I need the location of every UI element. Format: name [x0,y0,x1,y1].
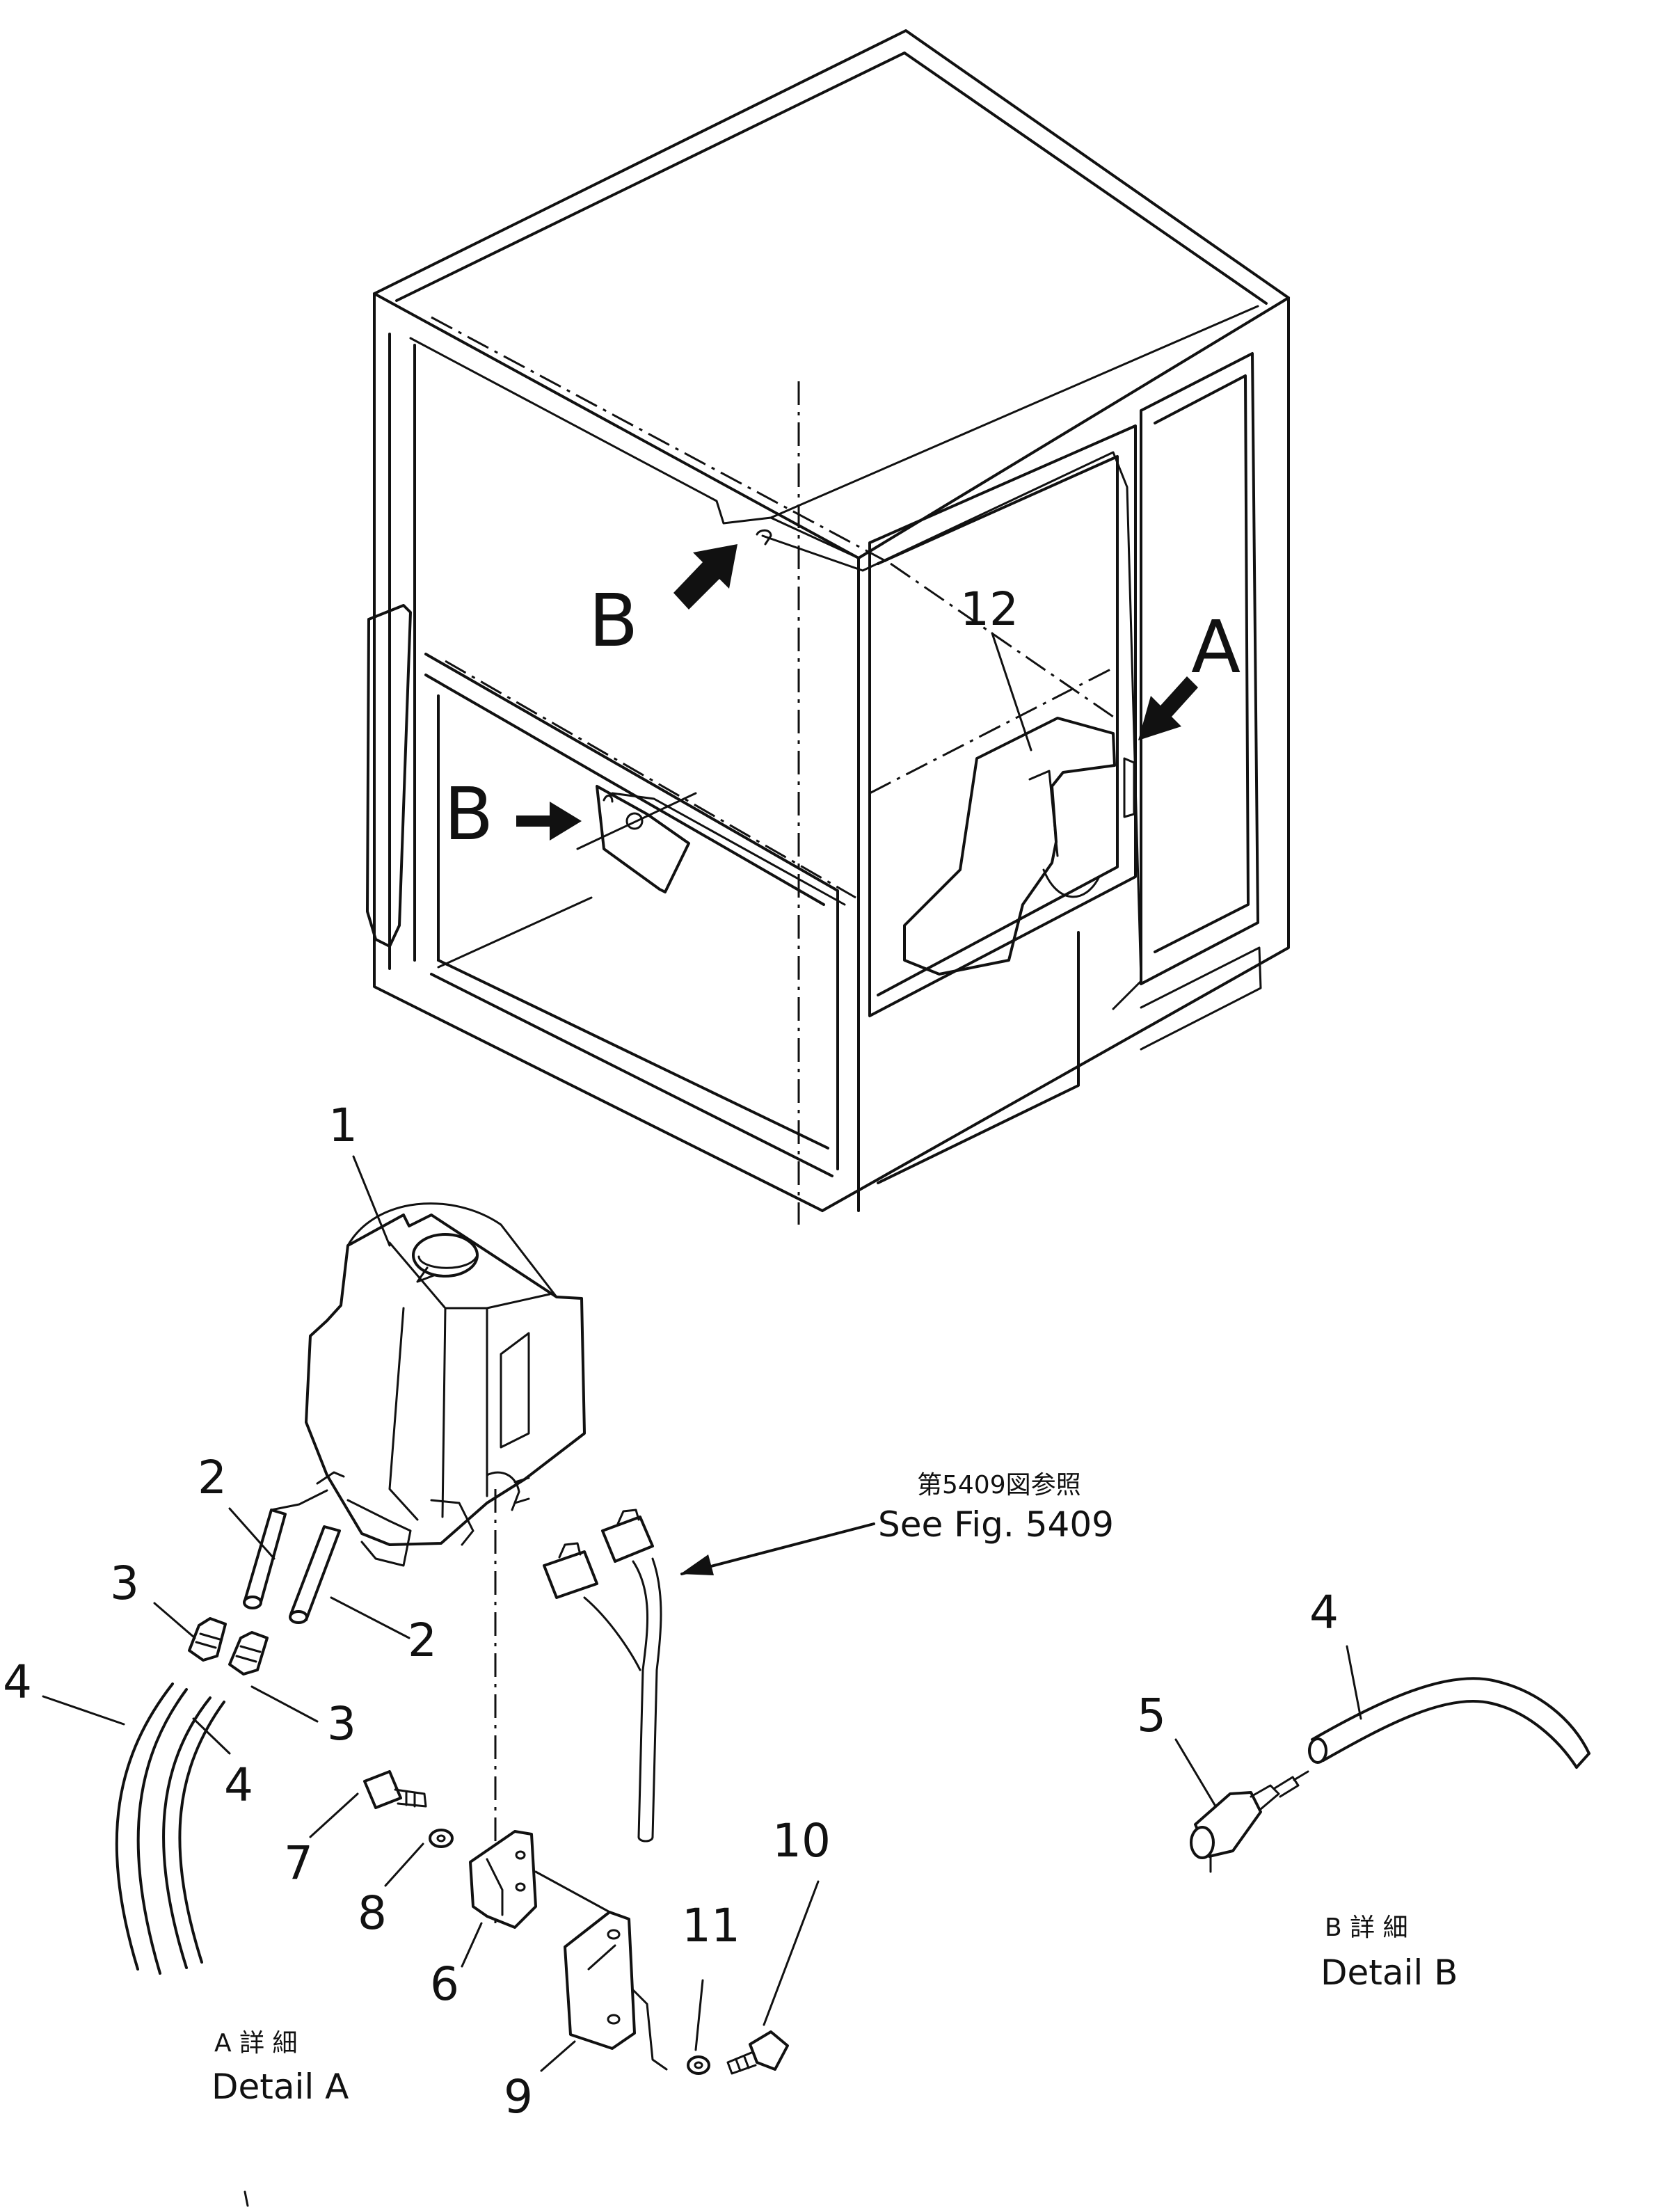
detail-b-label: Detail B [1321,1952,1458,1993]
callout-6: 6 [430,1957,459,2011]
hose-2b [289,1525,341,1621]
callout-11: 11 [682,1899,740,1952]
callout-4c: 4 [1309,1586,1339,1639]
callout-9: 9 [504,2070,533,2124]
hose-4a [115,1682,174,1971]
arrow-to-b-top [673,544,737,610]
callout-1: 1 [328,1099,358,1152]
callout-2a: 2 [198,1451,227,1504]
bolt-10 [749,2030,789,2071]
detail-marker-b-side: B [444,772,493,857]
connector-3a [188,1617,227,1662]
bolt-7 [363,1770,402,1809]
detail-b-group [1190,1677,1590,1873]
wiring-harness [543,1509,662,1843]
bracket-9 [564,1911,636,2050]
detail-marker-a: A [1191,605,1241,690]
callout-3a: 3 [110,1557,139,1610]
bracket-6 [469,1830,537,1929]
arrow-to-b-side [516,802,582,841]
callout-2b: 2 [408,1614,437,1667]
detail-b-japanese: B 詳 細 [1325,1913,1408,1942]
callout-8: 8 [358,1886,387,1940]
hose-4c [1311,1677,1590,1755]
detail-a-label: Detail A [212,2067,349,2107]
callout-12: 12 [960,582,1019,636]
connector-3b [228,1631,269,1676]
callout-3b: 3 [327,1697,356,1751]
hose-2a [244,1509,287,1606]
see-fig-arrowhead [680,1554,714,1575]
detail-marker-b-top: B [589,578,638,663]
callout-5: 5 [1137,1689,1166,1742]
arrow-to-a [1138,676,1198,740]
washer-11 [687,2055,710,2075]
reference-japanese: 第5409図参照 [917,1471,1081,1499]
callout-4b: 4 [224,1758,253,1812]
callout-4a: 4 [3,1655,32,1709]
reference-english: See Fig. 5409 [878,1504,1114,1545]
washer-8 [429,1829,454,1848]
see-fig-leader [680,1522,875,1575]
callout-7: 7 [284,1836,313,1890]
detail-a-group [115,1202,789,2075]
callout-10: 10 [772,1814,831,1868]
cab-assembly [366,29,1290,1225]
hose-4b [162,1696,212,1969]
detail-a-japanese: A 詳 細 [214,2029,298,2058]
